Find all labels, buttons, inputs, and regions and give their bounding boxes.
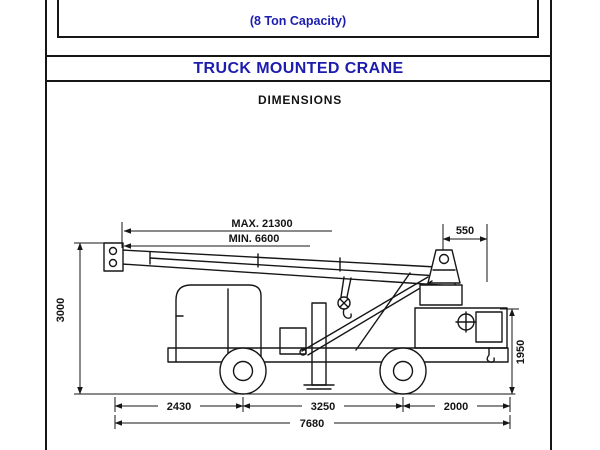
dim-boom-max-label: MAX. 21300 (231, 218, 292, 230)
rear-wheel-hub (392, 360, 414, 382)
hook (342, 308, 352, 319)
front-wheel (219, 347, 267, 395)
dim-rear-section-label: 2000 (444, 401, 468, 413)
dim-tail-swing-label: 550 (456, 225, 474, 237)
hook-rope-1 (340, 276, 345, 298)
rear-wheel (379, 347, 427, 395)
hook-rope-2 (346, 277, 352, 298)
derrick-link (355, 272, 411, 351)
derrick-cylinder-2 (307, 280, 433, 356)
rear-hook (486, 347, 495, 363)
outrigger-foot (303, 384, 335, 390)
dimension-label-masks (158, 399, 477, 429)
dim-boom-min-label: MIN. 6600 (229, 233, 280, 245)
pivot-mast-sheave (438, 253, 450, 265)
toolbox (279, 327, 307, 355)
dim-front-section-label: 2430 (167, 401, 191, 413)
boom-inner-line (149, 257, 456, 278)
derrick-cylinder-1 (301, 276, 429, 352)
title-banner: TRUCK MOUNTED CRANE (45, 55, 552, 82)
dimension-labels: MAX. 21300 MIN. 6600 550 3000 1950 2430 … (55, 218, 527, 430)
section-heading: DIMENSIONS (257, 93, 342, 107)
chassis-frame (167, 347, 509, 363)
truck-cab (175, 284, 262, 363)
hook-block-cross-2 (339, 298, 349, 308)
dim-overall-height-label: 3000 (55, 298, 67, 322)
rear-body (414, 307, 508, 349)
dim-rear-height-label: 1950 (515, 340, 527, 364)
capacity-text: (8 Ton Capacity) (249, 14, 347, 28)
page-border (45, 0, 552, 450)
boom-head-sheave-2 (108, 258, 118, 268)
boom-head-sheave-1 (108, 246, 118, 256)
page-title: TRUCK MOUNTED CRANE (193, 59, 404, 77)
winch-box (475, 311, 503, 343)
dim-wheelbase-label: 3250 (311, 401, 335, 413)
dim-overall-length-label: 7680 (300, 418, 324, 430)
boom-pivot-base (419, 284, 463, 306)
truck-crane-drawing (103, 242, 516, 395)
cylinder-pivot (299, 348, 307, 356)
pivot-mast (427, 249, 461, 284)
front-wheel-hub (232, 360, 254, 382)
capacity-header-box: (8 Ton Capacity) (57, 0, 539, 38)
